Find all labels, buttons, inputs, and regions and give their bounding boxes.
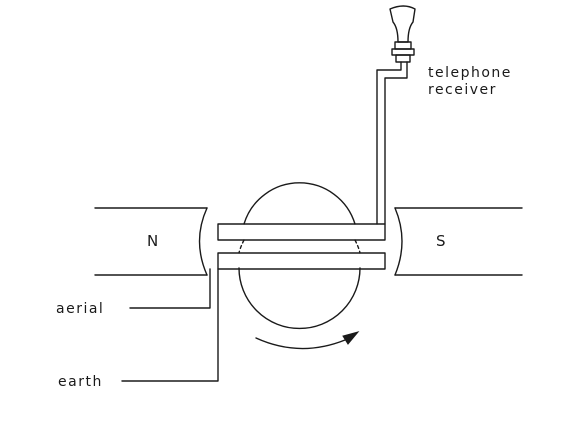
north-magnet: [94, 207, 208, 276]
aerial-label: aerial: [56, 301, 104, 317]
crystal-disc: [238, 182, 361, 330]
aerial-wire: [129, 268, 211, 309]
earth-label: earth: [58, 374, 103, 390]
south-magnet: [394, 207, 523, 276]
rotation-arrow: [255, 331, 360, 350]
telephone-label-line1: telephone: [428, 65, 512, 81]
receiver-wire: [376, 61, 408, 225]
lower-contact-bar: [217, 252, 386, 270]
earth-wire: [121, 268, 219, 382]
north-pole-label: N: [147, 232, 158, 250]
telephone-label-line2: receiver: [428, 82, 497, 98]
telephone-receiver-icon: [389, 5, 416, 63]
upper-contact-bar: [217, 223, 386, 241]
south-pole-label: S: [436, 232, 446, 250]
